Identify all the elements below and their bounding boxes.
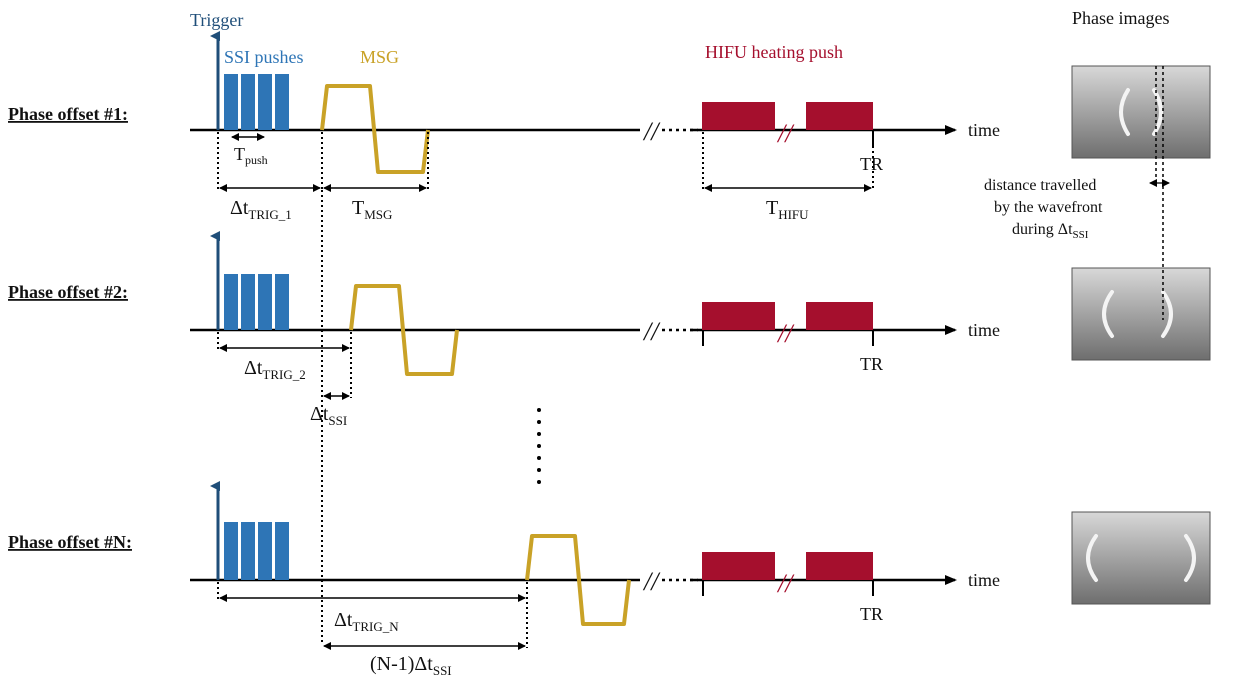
- time-label: time: [968, 570, 1000, 590]
- vertical-ellipsis-icon: [537, 408, 541, 484]
- row-phase-offset-1: Phase offset #1: // time // TR Tpush ΔtT…: [8, 31, 1000, 222]
- hifu-push-bar: [702, 552, 775, 580]
- axis-break-icon: //: [642, 317, 661, 346]
- phase-image-1: [1071, 65, 1211, 159]
- ssi-push-bar: [241, 274, 255, 330]
- phase-image-2: [1071, 267, 1211, 361]
- hifu-push-bar: [806, 102, 873, 130]
- row-label: Phase offset #1:: [8, 104, 128, 124]
- time-label: time: [968, 320, 1000, 340]
- axis-break-icon: //: [642, 567, 661, 596]
- thifu-label: THIFU: [766, 197, 809, 222]
- time-label: time: [968, 120, 1000, 140]
- phase-image-n: [1071, 511, 1211, 605]
- hifu-push-bar: [806, 302, 873, 330]
- distance-annotation-line1: distance travelled: [984, 177, 1096, 194]
- hifu-push-bar: [702, 302, 775, 330]
- tmsg-label: TMSG: [352, 197, 392, 222]
- row-phase-offset-2: Phase offset #2: // time // TR ΔtTRIG_2 …: [8, 231, 1000, 428]
- ssi-push-bar: [258, 522, 272, 580]
- ssi-push-bar: [224, 274, 238, 330]
- trigger-label: Trigger: [190, 10, 243, 30]
- phase-images-label: Phase images: [1072, 8, 1169, 28]
- ssi-push-bar: [241, 522, 255, 580]
- hifu-heating-push-label: HIFU heating push: [705, 42, 843, 62]
- distance-annotation-line2: by the wavefront: [994, 199, 1103, 216]
- ssi-push-bar: [258, 274, 272, 330]
- row-label: Phase offset #N:: [8, 532, 132, 552]
- msg-waveform: [349, 284, 459, 376]
- hifu-push-bar: [806, 552, 873, 580]
- ssi-push-bar: [275, 522, 289, 580]
- msg-label: MSG: [360, 47, 399, 67]
- tr-label: TR: [860, 154, 883, 174]
- hifu-break-icon: //: [776, 319, 795, 348]
- axis-break-icon: //: [642, 117, 661, 146]
- tpush-label: Tpush: [234, 144, 268, 167]
- ssi-push-bar: [224, 74, 238, 130]
- row-phase-offset-n: Phase offset #N: // time // TR ΔtTRIG_N …: [8, 481, 1000, 678]
- dt-trig1-label: ΔtTRIG_1: [230, 197, 292, 222]
- tr-label: TR: [860, 604, 883, 624]
- msg-waveform: [320, 84, 430, 174]
- tr-label: TR: [860, 354, 883, 374]
- hifu-break-icon: //: [776, 119, 795, 148]
- row-label: Phase offset #2:: [8, 282, 128, 302]
- hifu-push-bar: [702, 102, 775, 130]
- n1-dt-ssi-label: (N-1)ΔtSSI: [370, 653, 452, 678]
- dt-trign-label: ΔtTRIG_N: [334, 609, 399, 634]
- ssi-push-bar: [258, 74, 272, 130]
- ssi-push-bar: [275, 274, 289, 330]
- ssi-push-bar: [241, 74, 255, 130]
- ssi-pushes-label: SSI pushes: [224, 47, 304, 67]
- distance-annotation-line3: during ΔtSSI: [1012, 221, 1089, 241]
- ssi-push-bar: [224, 522, 238, 580]
- dt-trig2-label: ΔtTRIG_2: [244, 357, 306, 382]
- hifu-break-icon: //: [776, 569, 795, 598]
- msg-waveform: [525, 534, 631, 626]
- ssi-push-bar: [275, 74, 289, 130]
- dt-ssi-label: ΔtSSI: [310, 403, 347, 428]
